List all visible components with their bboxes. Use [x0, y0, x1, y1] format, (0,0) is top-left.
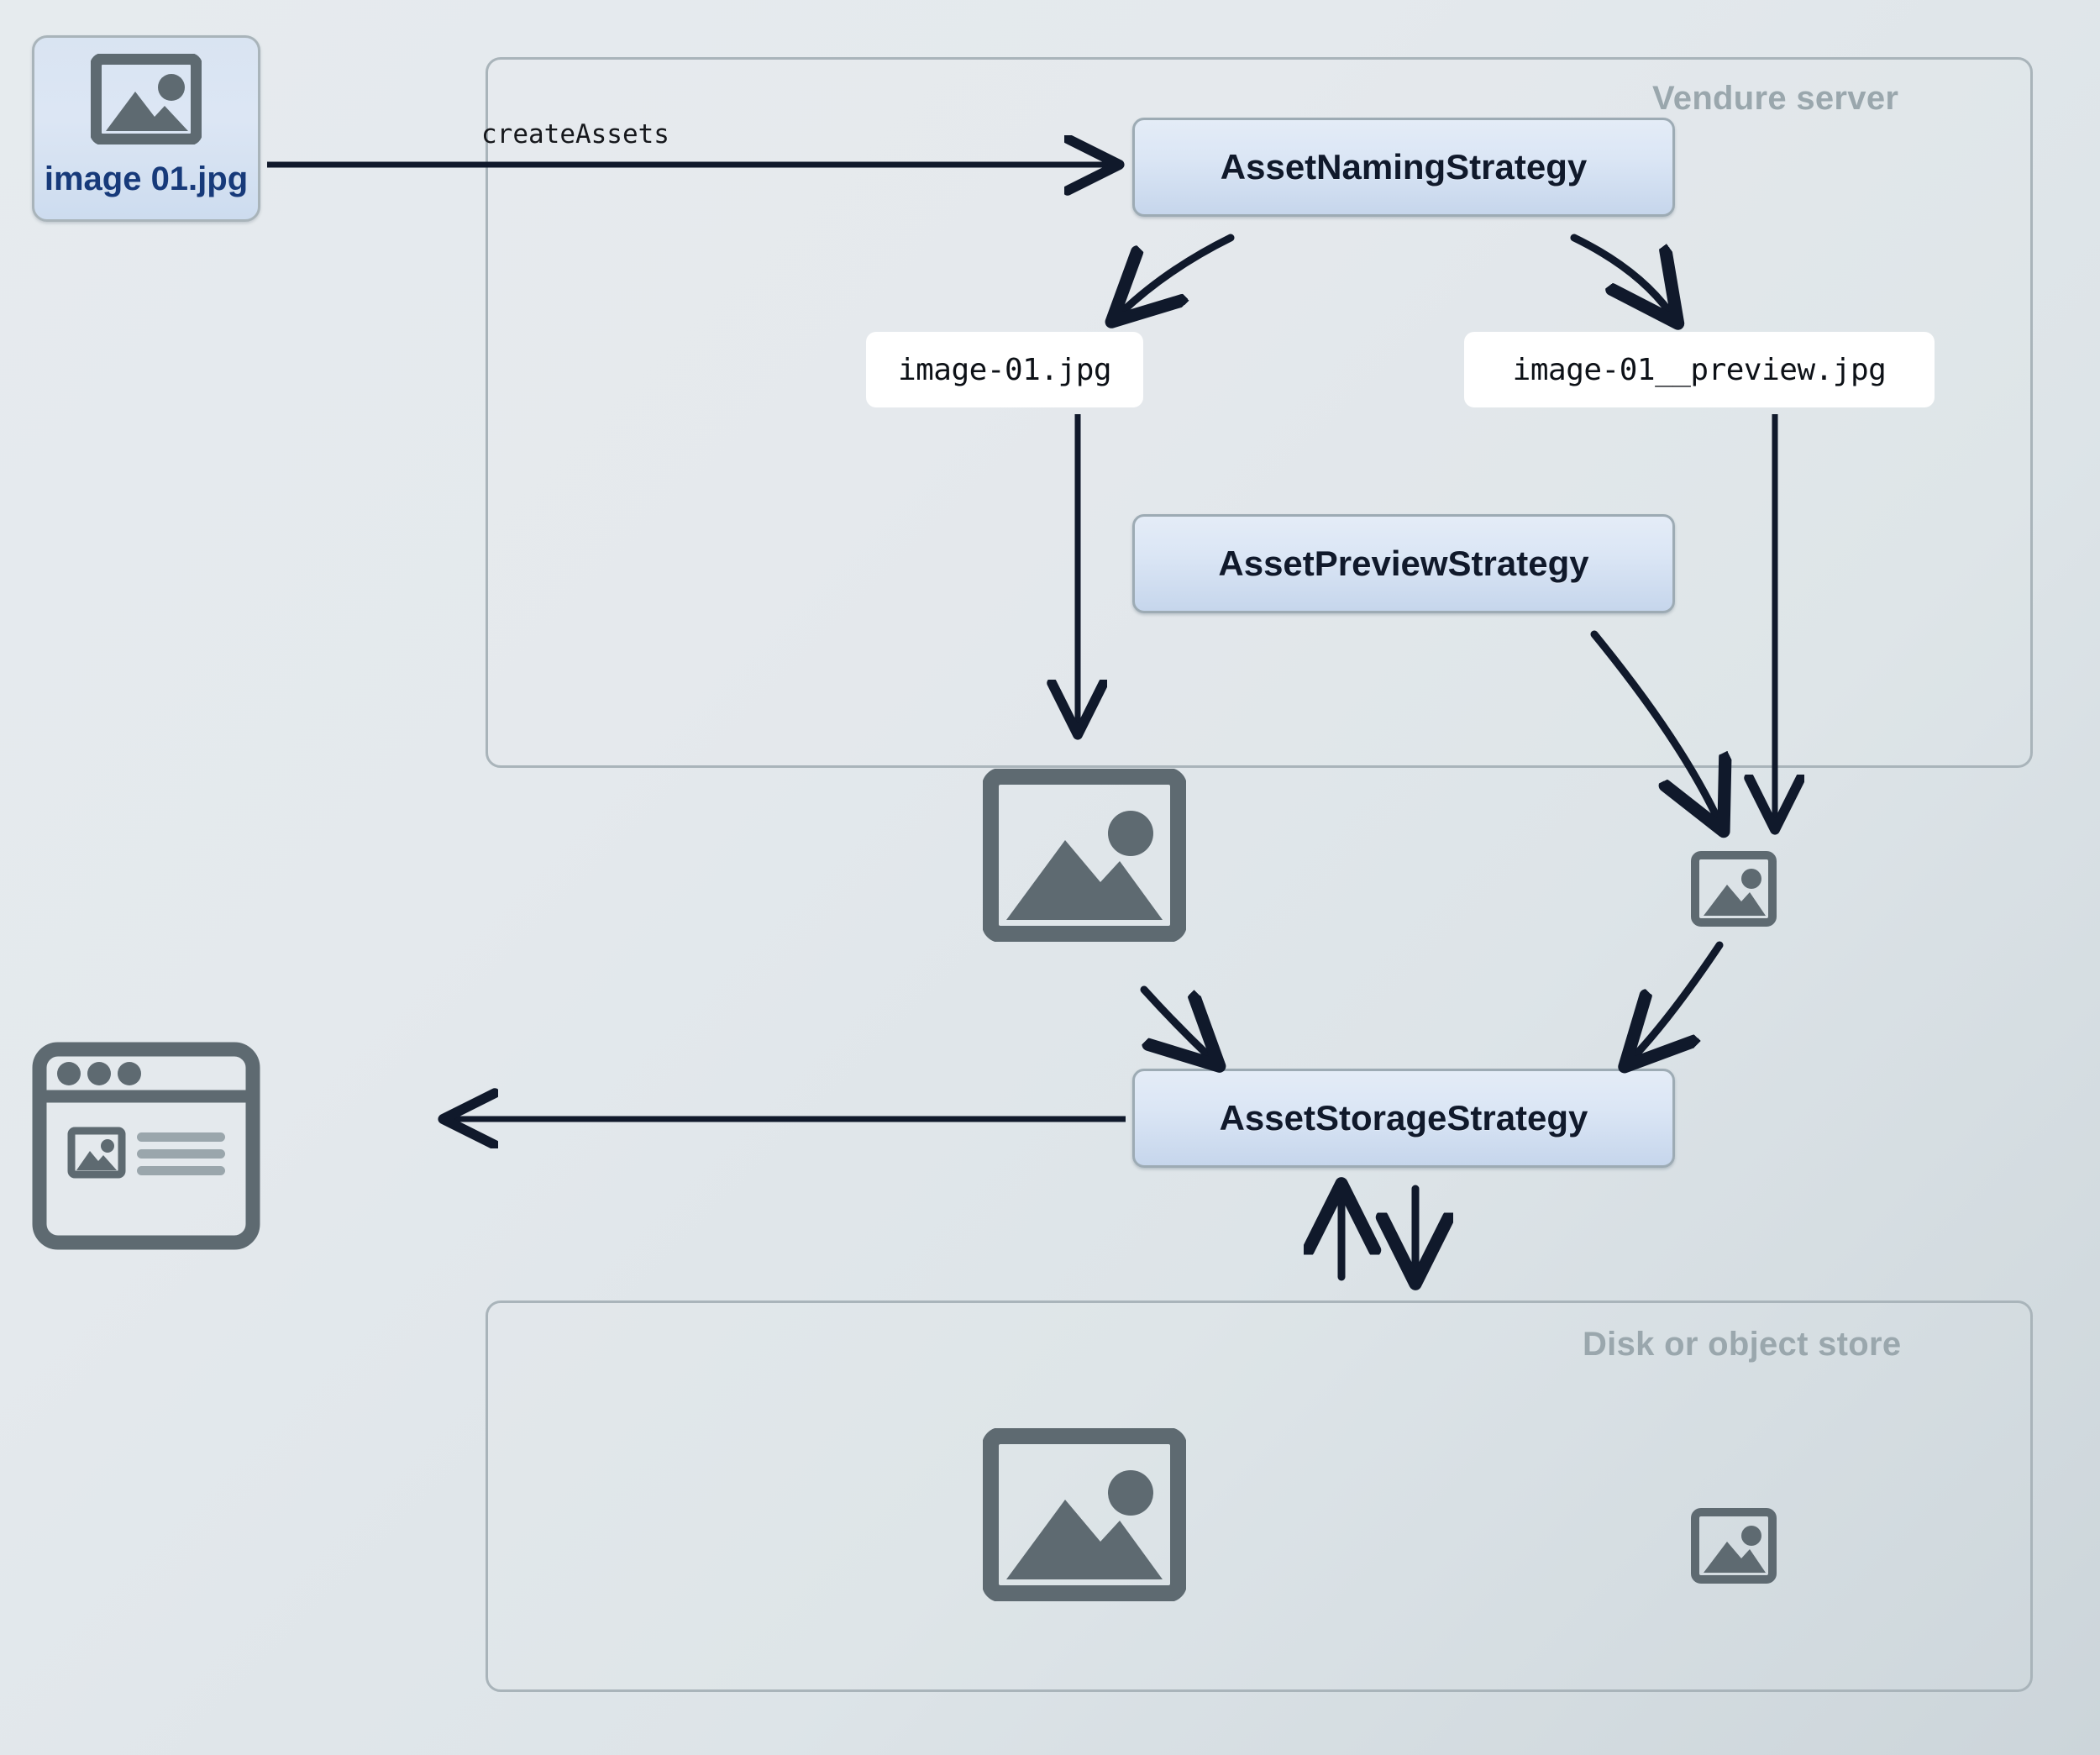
asset-naming-strategy-label: AssetNamingStrategy [1220, 147, 1588, 187]
asset-preview-strategy-label: AssetPreviewStrategy [1218, 544, 1589, 583]
group-disk-or-object-store-title: Disk or object store [1583, 1326, 1902, 1363]
asset-storage-strategy-label: AssetStorageStrategy [1219, 1098, 1588, 1138]
browser-window-icon[interactable] [32, 1042, 260, 1254]
asset-naming-strategy-box[interactable]: AssetNamingStrategy [1132, 118, 1675, 217]
picture-preview-icon [1691, 851, 1777, 931]
stored-picture-icon [982, 1427, 1187, 1605]
arrow-preview-picture-to-storage-strategy [1634, 941, 1724, 1057]
stored-picture-preview-icon [1691, 1508, 1777, 1588]
picture-icon [90, 53, 202, 149]
picture-icon-named-asset [982, 768, 1187, 946]
group-disk-or-object-store [486, 1300, 2033, 1692]
group-vendure-server-title: Vendure server [1652, 80, 1899, 117]
source-filename-chip: image-01.jpg [866, 332, 1143, 407]
source-asset-card[interactable]: image 01.jpg [32, 35, 260, 222]
preview-filename-text: image-01__preview.jpg [1512, 352, 1887, 387]
source-filename-text: image-01.jpg [897, 352, 1112, 387]
preview-filename-chip: image-01__preview.jpg [1464, 332, 1935, 407]
arrow-picture-to-storage-strategy [1140, 985, 1210, 1057]
asset-preview-strategy-box[interactable]: AssetPreviewStrategy [1132, 514, 1675, 613]
edge-label-create-assets: createAssets [481, 119, 669, 150]
asset-storage-strategy-box[interactable]: AssetStorageStrategy [1132, 1069, 1675, 1168]
source-asset-label: image 01.jpg [44, 160, 249, 197]
